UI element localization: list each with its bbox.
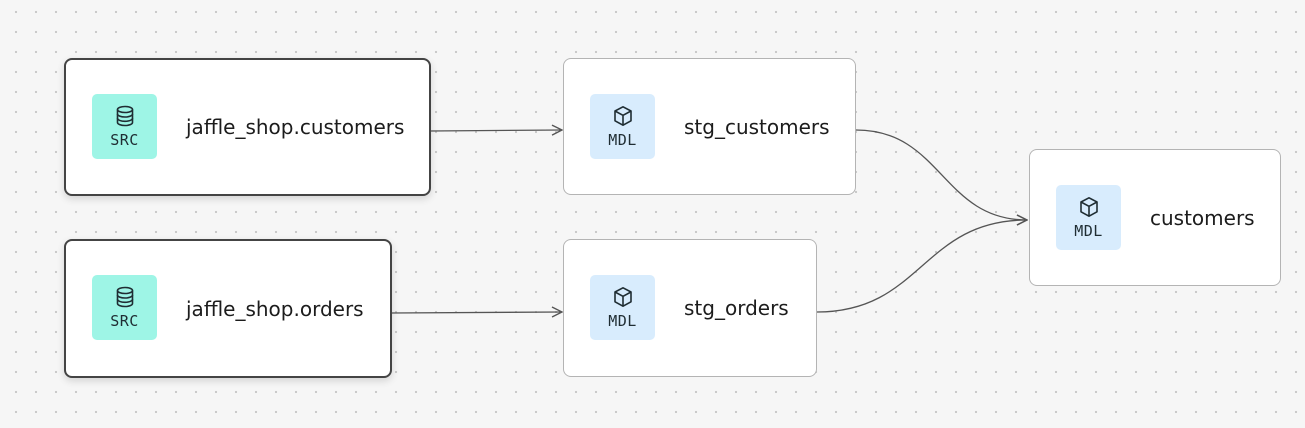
model-badge: MDL bbox=[1056, 185, 1121, 250]
source-node-jaffle-shop-customers[interactable]: SRC jaffle_shop.customers bbox=[64, 58, 431, 196]
node-label: customers bbox=[1150, 205, 1255, 230]
badge-label: SRC bbox=[110, 312, 139, 330]
database-icon bbox=[116, 105, 133, 127]
node-label: jaffle_shop.orders bbox=[186, 296, 364, 321]
model-badge: MDL bbox=[590, 94, 655, 159]
cube-icon bbox=[1079, 197, 1098, 217]
edge-stg-orders-to-customers bbox=[816, 220, 1027, 313]
model-node-stg-customers[interactable]: MDL stg_customers bbox=[563, 58, 856, 195]
edge-src-customers-to-stg-customers bbox=[429, 130, 562, 131]
node-label: stg_orders bbox=[684, 296, 789, 320]
badge-label: MDL bbox=[1074, 222, 1103, 240]
database-icon bbox=[116, 286, 133, 308]
source-badge: SRC bbox=[92, 94, 157, 159]
edge-src-orders-to-stg-orders bbox=[390, 312, 562, 313]
badge-label: MDL bbox=[608, 312, 637, 330]
source-badge: SRC bbox=[92, 275, 157, 340]
cube-icon bbox=[613, 106, 632, 126]
node-label: stg_customers bbox=[684, 114, 830, 139]
source-node-jaffle-shop-orders[interactable]: SRC jaffle_shop.orders bbox=[64, 239, 392, 378]
cube-icon bbox=[613, 287, 632, 307]
node-label: jaffle_shop.customers bbox=[186, 115, 405, 139]
edge-stg-customers-to-customers bbox=[855, 129, 1027, 220]
model-node-stg-orders[interactable]: MDL stg_orders bbox=[563, 239, 817, 377]
model-badge: MDL bbox=[590, 275, 655, 340]
model-node-customers[interactable]: MDL customers bbox=[1029, 149, 1281, 286]
badge-label: MDL bbox=[608, 131, 637, 149]
badge-label: SRC bbox=[110, 131, 139, 149]
